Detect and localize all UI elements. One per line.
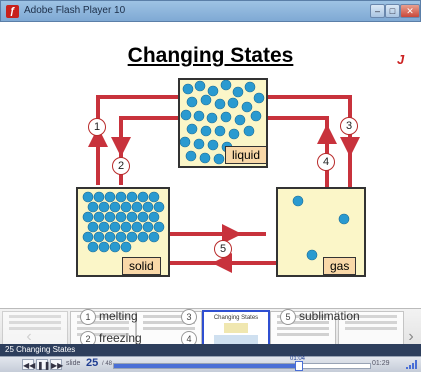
solid-particle — [120, 241, 132, 253]
solid-particle — [148, 211, 160, 223]
solid-particle — [98, 201, 110, 213]
slide-total: / 48 — [102, 361, 113, 367]
gas-particles — [292, 195, 350, 261]
pause-button[interactable]: ❚❚ — [36, 359, 51, 370]
solid-particle — [98, 241, 110, 253]
solid-particle — [126, 231, 138, 243]
solid-particle — [131, 201, 143, 213]
solid-particle — [126, 191, 138, 203]
step-5-marker: 5 — [214, 240, 232, 258]
state-diagram — [88, 95, 360, 273]
step-3-marker: 3 — [340, 117, 358, 135]
solid-particle — [87, 201, 99, 213]
previous-button[interactable]: ◀◀ — [22, 359, 36, 370]
time-current: 01:04 — [290, 356, 306, 362]
thumbnail-title: Changing States — [213, 315, 259, 321]
gas-box: gas — [276, 187, 366, 277]
solid-particle — [115, 231, 127, 243]
chevron-right-icon[interactable]: › — [408, 328, 414, 345]
solid-particle — [115, 191, 127, 203]
solid-particle — [98, 221, 110, 233]
overlay-label-melting: melting — [99, 309, 138, 323]
solid-particle — [120, 201, 132, 213]
solid-particle — [93, 231, 105, 243]
next-button[interactable]: ▶▶ — [50, 359, 64, 370]
solid-particle — [82, 211, 94, 223]
solid-particle — [126, 211, 138, 223]
solid-particles — [82, 191, 165, 253]
liquid-label: liquid — [225, 146, 268, 164]
arrow-condensation — [266, 116, 329, 187]
solid-particle — [82, 231, 94, 243]
logo: J — [397, 52, 405, 67]
volume-icon[interactable] — [406, 360, 419, 369]
solid-particle — [137, 191, 149, 203]
solid-particle — [104, 191, 116, 203]
step-1-marker: 1 — [88, 118, 106, 136]
slide-title: Changing States — [127, 44, 294, 67]
solid-particle — [87, 221, 99, 233]
solid-particle — [137, 231, 149, 243]
solid-particle — [142, 221, 154, 233]
solid-particle — [153, 201, 165, 213]
solid-particle — [93, 191, 105, 203]
solid-particle — [109, 221, 121, 233]
progress-track[interactable] — [113, 361, 371, 371]
solid-particle — [87, 241, 99, 253]
current-slide-title-bar: 25 Changing States — [0, 344, 421, 356]
overlay-step-3: 3 — [181, 309, 197, 325]
solid-particle — [104, 211, 116, 223]
solid-particle — [142, 201, 154, 213]
solid-particle — [153, 221, 165, 233]
flash-icon: ƒ — [6, 5, 19, 18]
overlay-step-5: 5 — [280, 309, 296, 325]
overlay-label-sublimation: sublimation — [299, 309, 360, 323]
solid-particle — [82, 191, 94, 203]
arrow-evaporation — [266, 95, 352, 187]
maximize-button[interactable]: □ — [385, 4, 400, 18]
solid-particle — [120, 221, 132, 233]
minimize-button[interactable]: – — [370, 4, 385, 18]
solid-label: solid — [122, 257, 161, 275]
step-4-marker: 4 — [317, 153, 335, 171]
window-titlebar: ƒ Adobe Flash Player 10 – □ ✕ — [0, 0, 421, 22]
solid-particle — [104, 231, 116, 243]
time-total: 01:29 — [372, 360, 390, 367]
liquid-box: liquid — [178, 78, 268, 168]
progress-fill — [114, 364, 299, 368]
window-title: Adobe Flash Player 10 — [24, 5, 126, 16]
solid-box: solid — [76, 187, 170, 277]
solid-particle — [148, 191, 160, 203]
player-controls: ◀◀ ❚❚ ▶▶ slide 25 / 48 01:04 01:29 — [0, 356, 421, 372]
solid-particle — [93, 211, 105, 223]
solid-particle — [148, 231, 160, 243]
solid-particle — [109, 241, 121, 253]
overlay-step-1: 1 — [80, 309, 96, 325]
slide-canvas: Changing States J — [0, 22, 421, 367]
solid-particle — [131, 221, 143, 233]
overlay-label-freezing: freezing — [99, 331, 142, 345]
gas-label: gas — [323, 257, 357, 275]
solid-particle — [137, 211, 149, 223]
slide-label: slide — [66, 360, 81, 367]
solid-particle — [115, 211, 127, 223]
arrow-freezing — [119, 116, 180, 185]
step-2-marker: 2 — [112, 157, 130, 175]
close-button[interactable]: ✕ — [400, 4, 420, 18]
solid-particle — [109, 201, 121, 213]
liquid-particles — [180, 80, 265, 165]
arrow-melting — [96, 95, 180, 185]
slide-number[interactable]: 25 — [86, 357, 99, 369]
progress-knob[interactable] — [295, 361, 304, 371]
